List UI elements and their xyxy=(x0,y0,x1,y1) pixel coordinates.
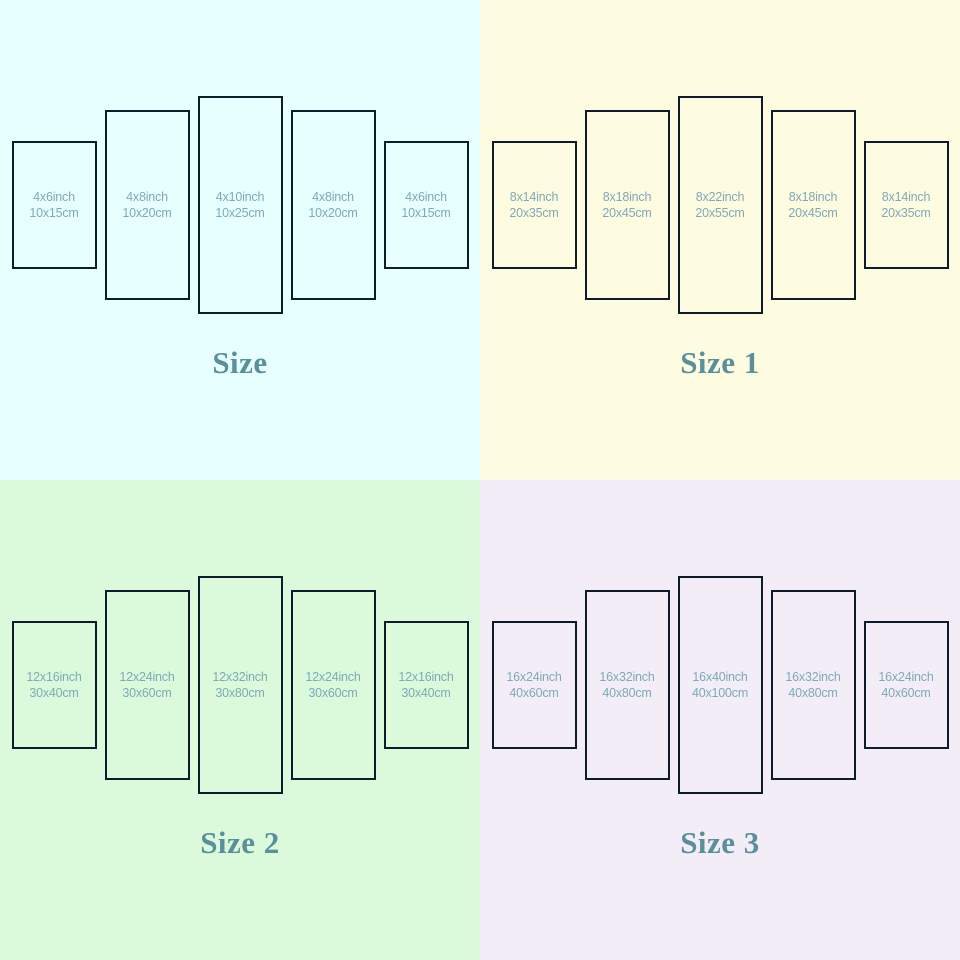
panel-size-cm: 30x40cm xyxy=(29,686,79,700)
panel-size-label: 16x32inch 40x80cm xyxy=(785,669,840,701)
panel-size-cm: 10x20cm xyxy=(122,206,172,220)
size-quadrant-size-1: 8x14inch 20x35cm 8x18inch 20x45cm 8x22inch 20… xyxy=(480,0,960,480)
panel-size-inch: 12x24inch xyxy=(305,670,361,684)
quadrant-title-size: Size xyxy=(212,345,268,380)
panel-size-label: 4x6inch 10x15cm xyxy=(401,189,451,221)
size-panel: 4x8inch 10x20cm xyxy=(104,110,190,300)
quadrant-title-size-2: Size 2 xyxy=(200,825,280,860)
size-panel: 4x6inch 10x15cm xyxy=(11,141,97,269)
size-panel: 12x16inch 30x40cm xyxy=(383,621,469,749)
panel-size-cm: 10x20cm xyxy=(308,206,358,220)
panel-size-inch: 12x16inch xyxy=(398,670,454,684)
panel-size-label: 16x32inch 40x80cm xyxy=(599,669,654,701)
panel-size-cm: 40x80cm xyxy=(788,686,838,700)
panel-size-label: 8x14inch 20x35cm xyxy=(509,189,559,221)
panel-size-label: 12x32inch 30x80cm xyxy=(212,669,267,701)
panel-size-cm: 40x80cm xyxy=(602,686,652,700)
size-panel: 12x24inch 30x60cm xyxy=(290,590,376,780)
panel-size-label: 4x10inch 10x25cm xyxy=(215,189,265,221)
panel-size-inch: 16x24inch xyxy=(878,670,934,684)
panel-size-cm: 20x45cm xyxy=(602,206,652,220)
size-panel: 4x10inch 10x25cm xyxy=(197,96,283,314)
size-quadrant-size: 4x6inch 10x15cm 4x8inch 10x20cm 4x10inch 10x2… xyxy=(0,0,480,480)
panel-row: 16x24inch 40x60cm 16x32inch 40x80cm 16x40inc… xyxy=(480,576,960,794)
panel-size-inch: 8x14inch xyxy=(881,190,931,204)
panel-size-cm: 40x100cm xyxy=(691,686,749,700)
panel-size-cm: 20x35cm xyxy=(881,206,931,220)
size-panel: 4x8inch 10x20cm xyxy=(290,110,376,300)
panel-size-label: 16x40inch 40x100cm xyxy=(692,669,748,701)
panel-size-label: 4x8inch 10x20cm xyxy=(122,189,172,221)
size-panel: 12x24inch 30x60cm xyxy=(104,590,190,780)
size-panel: 8x18inch 20x45cm xyxy=(584,110,670,300)
panel-size-label: 8x18inch 20x45cm xyxy=(788,189,838,221)
panel-size-cm: 30x40cm xyxy=(401,686,451,700)
panel-size-cm: 20x35cm xyxy=(509,206,559,220)
size-panel: 16x40inch 40x100cm xyxy=(677,576,763,794)
panel-size-inch: 8x22inch xyxy=(695,190,745,204)
size-panel: 4x6inch 10x15cm xyxy=(383,141,469,269)
panel-size-label: 4x8inch 10x20cm xyxy=(308,189,358,221)
panel-size-inch: 16x40inch xyxy=(692,670,748,684)
panel-size-inch: 16x24inch xyxy=(506,670,562,684)
panel-size-inch: 12x24inch xyxy=(119,670,175,684)
quadrant-title-size-3: Size 3 xyxy=(680,825,760,860)
size-panel: 8x22inch 20x55cm xyxy=(677,96,763,314)
panel-size-inch: 4x8inch xyxy=(312,190,354,204)
size-panel: 16x32inch 40x80cm xyxy=(584,590,670,780)
panel-size-label: 4x6inch 10x15cm xyxy=(29,189,79,221)
size-panel: 16x24inch 40x60cm xyxy=(491,621,577,749)
size-panel: 8x18inch 20x45cm xyxy=(770,110,856,300)
size-panel: 8x14inch 20x35cm xyxy=(491,141,577,269)
panel-size-cm: 20x45cm xyxy=(788,206,838,220)
panel-size-inch: 8x14inch xyxy=(509,190,559,204)
panel-size-inch: 12x32inch xyxy=(212,670,268,684)
panel-size-label: 12x16inch 30x40cm xyxy=(398,669,453,701)
size-panel: 8x14inch 20x35cm xyxy=(863,141,949,269)
panel-row: 12x16inch 30x40cm 12x24inch 30x60cm 12x32inc… xyxy=(0,576,480,794)
panel-size-inch: 8x18inch xyxy=(788,190,838,204)
size-quadrant-size-3: 16x24inch 40x60cm 16x32inch 40x80cm 16x40inc… xyxy=(480,480,960,960)
size-quadrant-size-2: 12x16inch 30x40cm 12x24inch 30x60cm 12x32inc… xyxy=(0,480,480,960)
panel-size-label: 12x16inch 30x40cm xyxy=(26,669,81,701)
quadrant-title-size-1: Size 1 xyxy=(680,345,760,380)
panel-size-label: 12x24inch 30x60cm xyxy=(119,669,174,701)
panel-size-label: 12x24inch 30x60cm xyxy=(305,669,360,701)
panel-size-cm: 40x60cm xyxy=(509,686,559,700)
panel-size-cm: 10x15cm xyxy=(29,206,79,220)
panel-size-cm: 40x60cm xyxy=(881,686,931,700)
panel-size-label: 16x24inch 40x60cm xyxy=(878,669,933,701)
panel-size-inch: 16x32inch xyxy=(785,670,841,684)
size-panel: 12x32inch 30x80cm xyxy=(197,576,283,794)
panel-size-cm: 30x80cm xyxy=(215,686,265,700)
panel-size-inch: 8x18inch xyxy=(602,190,652,204)
size-panel: 12x16inch 30x40cm xyxy=(11,621,97,749)
panel-row: 8x14inch 20x35cm 8x18inch 20x45cm 8x22inch 20… xyxy=(480,96,960,314)
size-panel: 16x24inch 40x60cm xyxy=(863,621,949,749)
panel-size-inch: 4x8inch xyxy=(126,190,168,204)
panel-size-label: 8x22inch 20x55cm xyxy=(695,189,745,221)
panel-size-inch: 4x6inch xyxy=(405,190,447,204)
panel-size-label: 8x18inch 20x45cm xyxy=(602,189,652,221)
panel-size-inch: 16x32inch xyxy=(599,670,655,684)
panel-size-cm: 30x60cm xyxy=(308,686,358,700)
panel-row: 4x6inch 10x15cm 4x8inch 10x20cm 4x10inch 10x2… xyxy=(0,96,480,314)
panel-size-cm: 30x60cm xyxy=(122,686,172,700)
panel-size-inch: 4x6inch xyxy=(33,190,75,204)
panel-size-label: 8x14inch 20x35cm xyxy=(881,189,931,221)
panel-size-cm: 10x25cm xyxy=(215,206,265,220)
size-panel: 16x32inch 40x80cm xyxy=(770,590,856,780)
panel-size-label: 16x24inch 40x60cm xyxy=(506,669,561,701)
panel-size-cm: 10x15cm xyxy=(401,206,451,220)
panel-size-inch: 12x16inch xyxy=(26,670,82,684)
panel-size-inch: 4x10inch xyxy=(215,190,265,204)
panel-size-cm: 20x55cm xyxy=(695,206,745,220)
